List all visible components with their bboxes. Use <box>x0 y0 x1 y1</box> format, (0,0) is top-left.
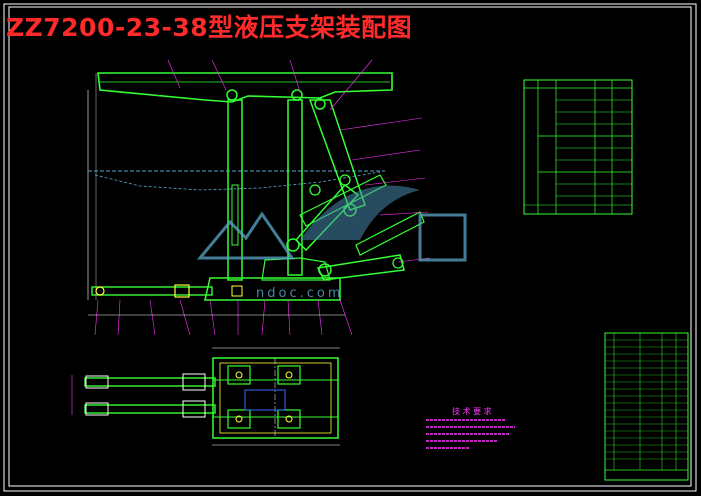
parameter-table <box>523 79 633 215</box>
leg-rear <box>287 99 303 276</box>
technical-requirements-heading: 技 术 要 求 <box>452 407 492 416</box>
push-jack <box>91 286 213 296</box>
plan-jack-upper <box>84 377 216 387</box>
watermark-logo <box>196 185 467 262</box>
plan-view <box>71 347 340 446</box>
technical-requirements-body <box>426 419 515 449</box>
canopy <box>97 72 393 103</box>
leg-front <box>227 99 243 281</box>
parts-list <box>604 332 689 481</box>
inner-frame <box>8 6 692 487</box>
plan-jack-lower <box>84 404 216 414</box>
outer-frame <box>3 3 697 492</box>
watermark-text: ndoc.com <box>256 286 344 301</box>
base-plan <box>212 357 339 439</box>
drawing-title: ZZ7200-23-38型液压支架装配图 <box>6 13 413 42</box>
